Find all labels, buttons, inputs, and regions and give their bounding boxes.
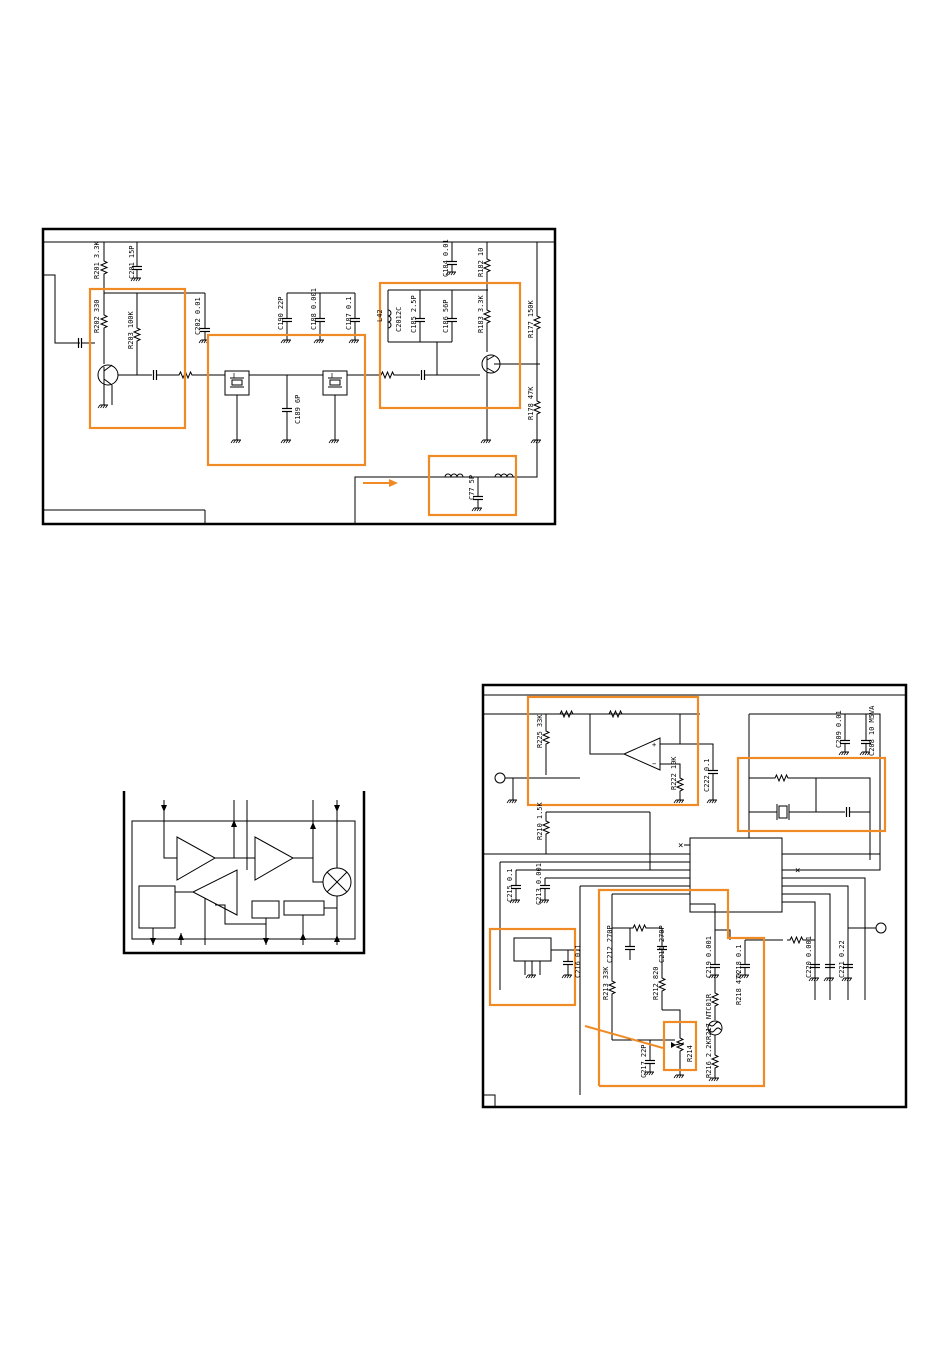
- label-C213: C2130.001: [535, 863, 543, 905]
- highlight-box-transistor: [88, 287, 187, 430]
- block-left: [138, 885, 176, 929]
- label-R225: R22533K: [536, 714, 544, 748]
- label-R202: R202330: [93, 299, 101, 333]
- highlight-box-crystal: [736, 756, 887, 833]
- label-R222: R22210K: [670, 756, 678, 790]
- svg-text:+: +: [652, 741, 656, 749]
- op-amp: [622, 737, 661, 771]
- amp-1: [176, 836, 217, 881]
- label-C184: C1840.01: [442, 239, 450, 277]
- highlight-box-filters: [206, 333, 367, 467]
- label-C202: C2020.01: [194, 297, 202, 335]
- label-C218: C2180.1: [735, 944, 743, 978]
- label-C208: C20810 M5VA: [868, 705, 876, 756]
- label-C215: C2150.1: [506, 868, 514, 902]
- highlight-box-coil: [427, 454, 518, 517]
- label-R178: R17847K: [527, 386, 535, 420]
- ic-chip: [689, 837, 783, 913]
- label-R183: R1833.3K: [477, 294, 485, 333]
- label-R214: R214: [686, 1045, 694, 1062]
- panel-1-labels: R2013.3K C20115P R202330 R203100K C2020.…: [93, 239, 535, 500]
- label-C201: C20115P: [128, 245, 136, 279]
- label-C189: C1896P: [294, 395, 302, 424]
- svg-text:×: ×: [678, 841, 683, 851]
- label-L42: L42: [376, 309, 384, 322]
- highlight-box-network: [597, 888, 766, 1088]
- label-C212: C212270P: [606, 925, 614, 963]
- panel-3-frame: [481, 683, 908, 1109]
- panel-3-labels: R22533K R22210K C2220.1 C2090.01 C20810 …: [506, 705, 876, 1078]
- label-C187: C1870.1: [345, 296, 353, 330]
- highlight-box-regulator: [488, 927, 577, 1007]
- label-R182: R18210: [477, 248, 485, 277]
- label-R218: R21847K: [735, 971, 743, 1005]
- label-R217: R217NTC01R: [705, 993, 713, 1040]
- highlight-box-opamp: [526, 695, 700, 807]
- label-C190: C19022P: [277, 296, 285, 330]
- label-R201: R2013.3K: [93, 240, 101, 279]
- label-C217: C21722P: [640, 1044, 648, 1078]
- regulator: [513, 937, 552, 962]
- block-mid: [251, 900, 280, 919]
- label-R177: R177150K: [527, 299, 535, 338]
- amp-3: [191, 869, 238, 916]
- label-C2012C: C2012C: [395, 307, 403, 332]
- label-C185: C1852.5P: [410, 295, 418, 333]
- label-C221: C2210.22: [838, 940, 846, 978]
- panel-2-frame: [122, 791, 366, 955]
- label-R216: R2162.2K: [705, 1039, 713, 1078]
- label-C77: C775P: [468, 475, 476, 500]
- panel-3-control-schematic: + −: [481, 683, 908, 1109]
- label-C209: C2090.01: [835, 710, 843, 748]
- label-R213: R21333K: [602, 966, 610, 1000]
- highlight-box-oscillator: [378, 281, 522, 410]
- amp-2: [254, 836, 295, 881]
- svg-text:−: −: [652, 760, 656, 768]
- label-C186: C18656P: [442, 299, 450, 333]
- label-C211: C211270P: [658, 925, 666, 963]
- label-C220: C2200.001: [805, 936, 813, 978]
- label-C222: C2220.1: [703, 758, 711, 792]
- highlight-box-trimmer: [662, 1020, 698, 1072]
- label-C188: C1880.001: [310, 288, 318, 330]
- panel-2-block-diagram: [122, 791, 366, 955]
- block-right: [283, 900, 325, 916]
- label-C219: C2190.001: [705, 936, 713, 978]
- label-C216: C2160.1: [574, 944, 582, 978]
- label-R212: R212820: [652, 966, 660, 1000]
- label-R203: R203100K: [127, 310, 135, 349]
- pointer-line: [584, 1025, 664, 1049]
- panel-1-frame: [41, 227, 557, 526]
- panel-1-rf-schematic: R2013.3K C20115P R202330 R203100K C2020.…: [41, 227, 557, 526]
- label-R210: R2101.5K: [536, 801, 544, 840]
- svg-text:×: ×: [795, 866, 800, 876]
